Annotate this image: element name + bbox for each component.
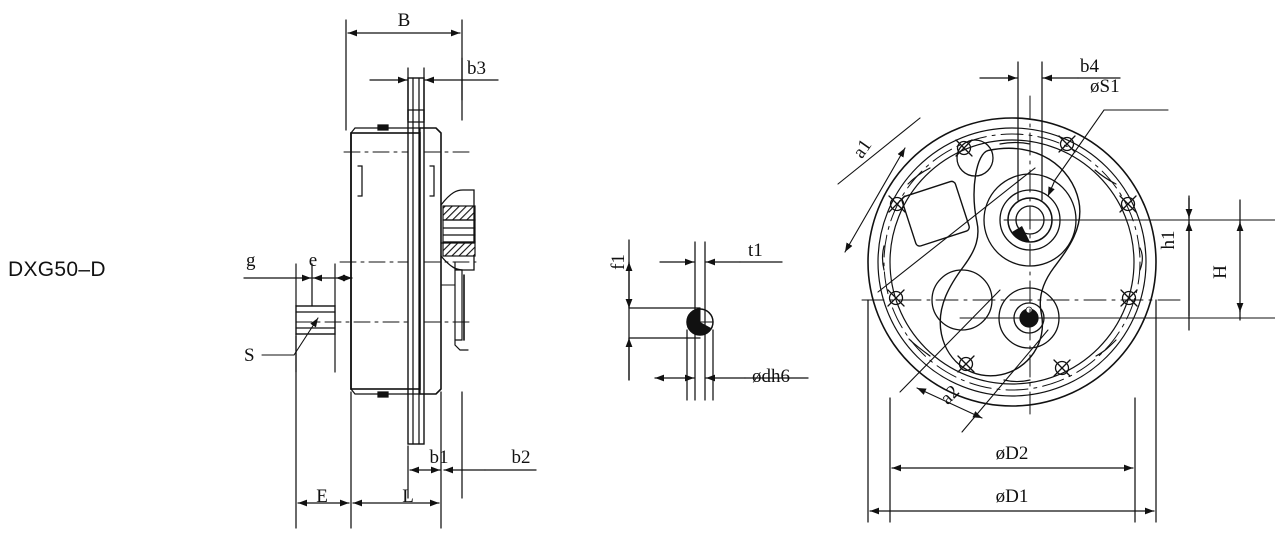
dimension-label-L: L bbox=[402, 486, 414, 507]
dimension-label-e: e bbox=[309, 250, 317, 271]
dimension-label-h1: h1 bbox=[1158, 231, 1179, 250]
dimension-label-b1: b1 bbox=[430, 447, 449, 468]
dimension-label-g: g bbox=[246, 250, 256, 271]
dimension-label-D1: øD1 bbox=[996, 486, 1029, 507]
dimension-label-t1: t1 bbox=[748, 240, 763, 261]
spline-bushing bbox=[440, 189, 476, 271]
dimension-label-D2: øD2 bbox=[996, 443, 1029, 464]
dimension-label-E: E bbox=[316, 486, 328, 507]
dimension-label-S1: øS1 bbox=[1090, 76, 1120, 97]
keyway-detail-view bbox=[625, 239, 809, 401]
dimension-label-dh6: ødh6 bbox=[752, 366, 790, 387]
dimension-label-a1: a1 bbox=[849, 135, 876, 162]
dimension-label-S: S bbox=[244, 345, 255, 366]
dimension-label-b4: b4 bbox=[1080, 56, 1100, 77]
dimension-label-H: H bbox=[1210, 265, 1231, 279]
mounting-boss bbox=[295, 263, 336, 373]
dimension-label-f1: f1 bbox=[608, 254, 629, 270]
dimension-label-b2: b2 bbox=[512, 447, 531, 468]
dimension-label-b3: b3 bbox=[467, 58, 486, 79]
front-circular-view bbox=[837, 61, 1275, 523]
side-section-view bbox=[243, 19, 537, 529]
model-designation-label: DXG50–D bbox=[8, 258, 106, 281]
dimension-label-B: B bbox=[398, 10, 411, 31]
